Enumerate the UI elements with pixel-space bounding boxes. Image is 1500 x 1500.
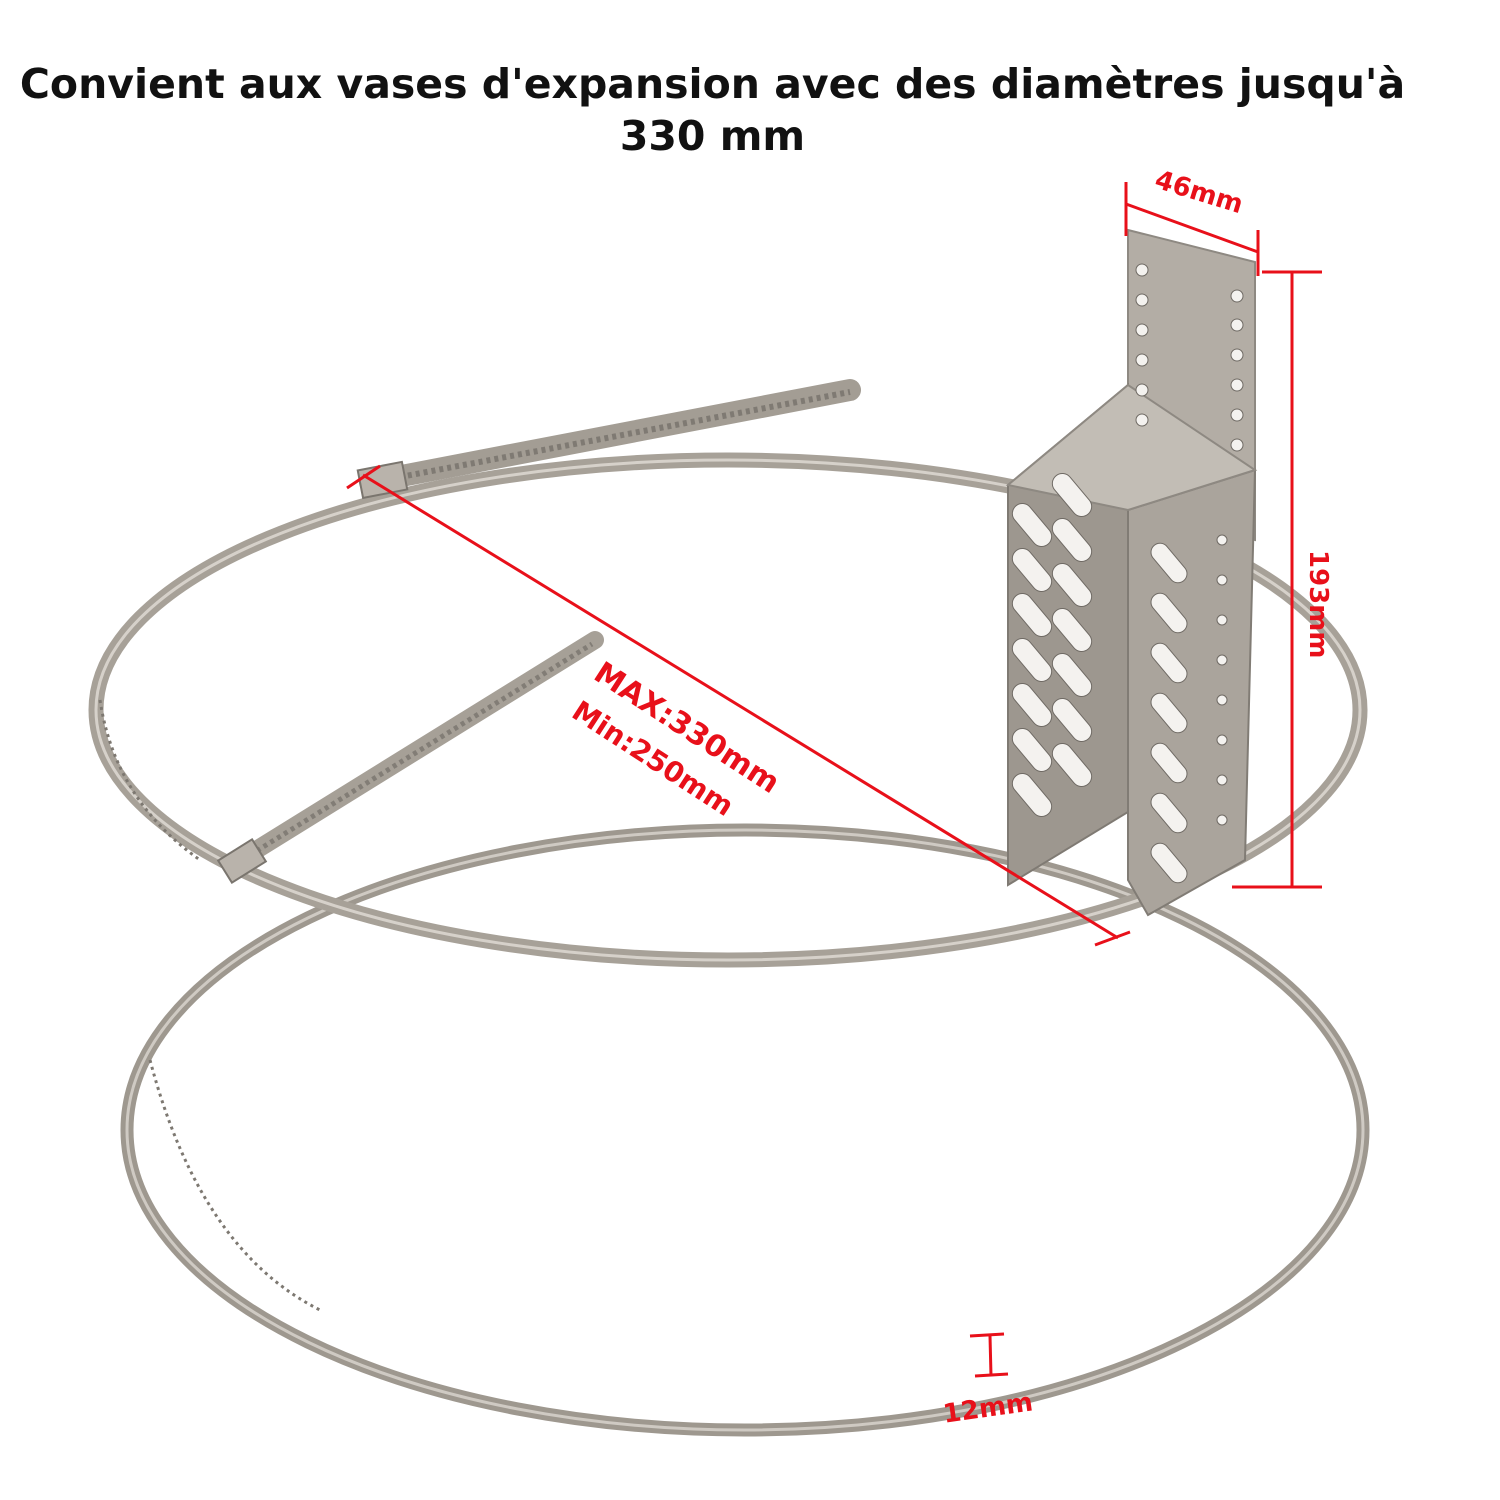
lower-steel-band	[120, 823, 1370, 1437]
dimension-lines	[346, 182, 1322, 1378]
band-tail-lower	[216, 631, 604, 885]
bracket-height-label: 193mm	[1303, 550, 1333, 658]
headline-line-1: Convient aux vases d'expansion avec des …	[19, 60, 1406, 108]
bracket-width-label: 46mm	[1151, 165, 1246, 220]
headline-line-2: 330 mm	[619, 112, 806, 160]
upper-steel-band	[88, 452, 1368, 968]
wall-bracket	[1005, 228, 1258, 917]
headline: Convient aux vases d'expansion avec des …	[0, 58, 1425, 162]
band-width-label: 12mm	[941, 1387, 1035, 1429]
